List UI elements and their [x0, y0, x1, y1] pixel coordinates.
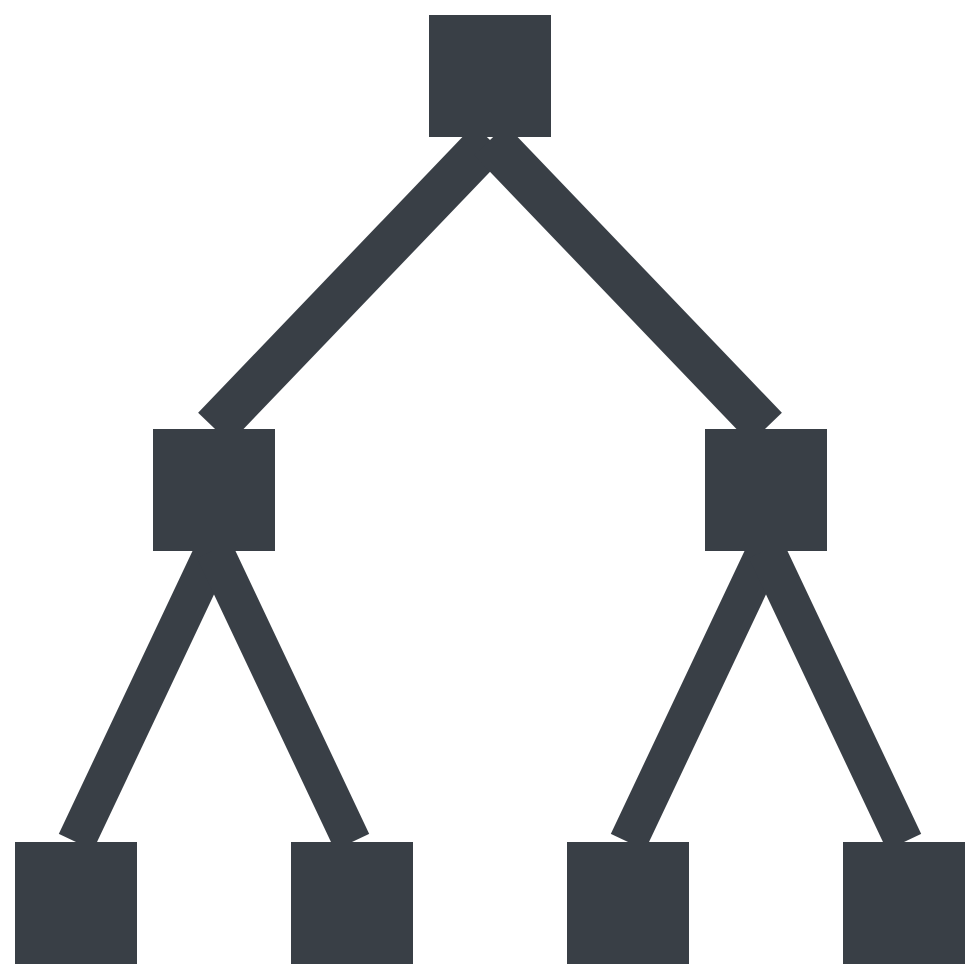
node-left-child [153, 429, 275, 551]
node-leaf-4 [843, 842, 965, 964]
edge-root-left [198, 124, 506, 444]
node-leaf-2 [291, 842, 413, 964]
edge-root-right [474, 124, 782, 444]
node-root [429, 15, 551, 137]
edge-right-leaf3 [610, 541, 784, 851]
edge-right-leaf4 [748, 541, 922, 851]
tree-connectors [58, 124, 922, 851]
edge-left-leaf2 [196, 541, 370, 851]
node-leaf-1 [15, 842, 137, 964]
node-right-child [705, 429, 827, 551]
node-leaf-3 [567, 842, 689, 964]
tree-nodes [15, 15, 965, 964]
edge-left-leaf1 [58, 541, 232, 851]
